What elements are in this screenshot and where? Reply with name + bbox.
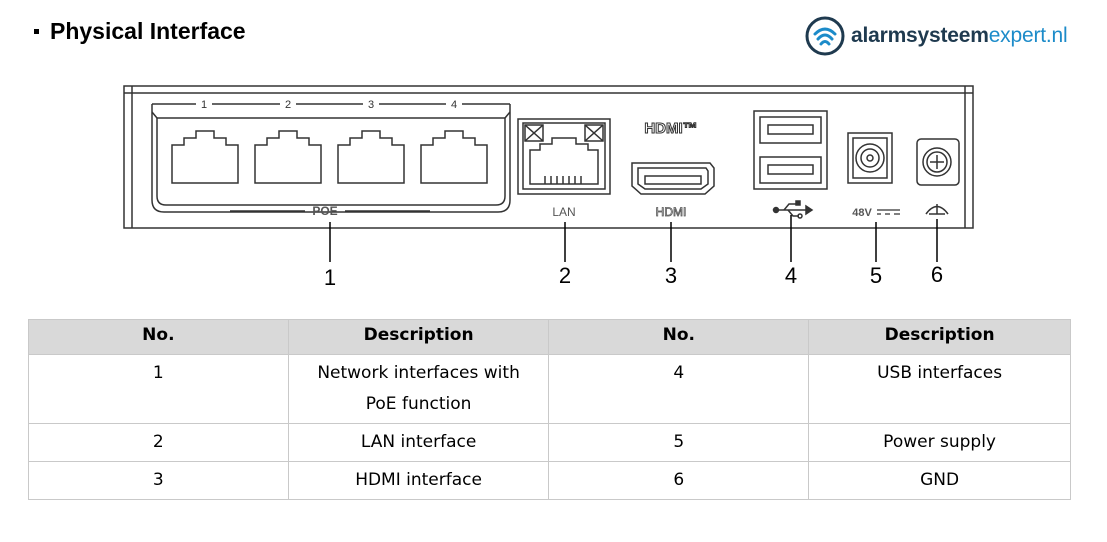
port-number-3: 3 — [368, 99, 374, 111]
row-description: GND — [808, 461, 1071, 500]
poe-port-block — [151, 103, 511, 213]
rj45-port-4 — [420, 130, 488, 184]
callout-3: 3 — [665, 263, 677, 288]
header-description-right: Description — [808, 319, 1071, 355]
lan-label: LAN — [552, 205, 575, 219]
logo-text-main: alarmsysteem — [851, 24, 989, 47]
poe-label: POE — [312, 204, 337, 218]
row-description: HDMI interface — [287, 461, 550, 500]
callout-6: 6 — [931, 262, 943, 287]
row-description: Network interfaces with PoE function — [287, 354, 550, 424]
row-number: 4 — [548, 354, 810, 424]
port-number-2: 2 — [285, 99, 291, 111]
device-rear-panel-diagram: 1 2 3 4 POE LAN HDMI™ HDMI — [123, 85, 974, 290]
ground-symbol-icon — [925, 204, 949, 215]
row-number: 6 — [548, 461, 810, 500]
usb-symbol-icon — [772, 200, 814, 219]
logo-text-suffix: expert.nl — [988, 24, 1068, 47]
row-description: USB interfaces — [808, 354, 1071, 424]
hdmi-label: HDMI — [656, 205, 687, 219]
row-number: 2 — [28, 423, 289, 462]
dc-symbol-icon — [877, 209, 900, 215]
rj45-port-1 — [171, 130, 239, 184]
hdmi-port — [631, 162, 715, 195]
row-number: 1 — [28, 354, 289, 424]
chassis-outline — [123, 85, 974, 229]
power-jack — [847, 132, 893, 184]
lan-port — [517, 118, 611, 195]
hdmi-logo: HDMI™ — [644, 120, 697, 137]
bullet-marker — [34, 29, 39, 34]
callout-1: 1 — [324, 265, 336, 290]
header-no-right: No. — [548, 319, 810, 355]
rj45-port-3 — [337, 130, 405, 184]
usb-ports — [753, 110, 828, 190]
row-number: 3 — [28, 461, 289, 500]
interface-table: No. Description No. Description 1 Networ… — [28, 319, 1071, 500]
heading-text: Physical Interface — [50, 18, 246, 44]
table-row: 3 HDMI interface 6 GND — [28, 461, 1071, 500]
header-description-left: Description — [287, 319, 550, 355]
port-number-4: 4 — [451, 99, 457, 111]
description-line: PoE function — [365, 394, 472, 414]
page-heading: Physical Interface — [34, 18, 246, 45]
table-header-row: No. Description No. Description — [28, 319, 1071, 355]
ground-screw — [916, 138, 960, 186]
callout-4: 4 — [785, 263, 797, 288]
callout-5: 5 — [870, 263, 882, 288]
table-row: 2 LAN interface 5 Power supply — [28, 423, 1071, 462]
callout-2: 2 — [559, 263, 571, 288]
rj45-port-2 — [254, 130, 322, 184]
wifi-signal-icon — [805, 16, 845, 56]
row-description: Power supply — [808, 423, 1071, 462]
table-row: 1 Network interfaces with PoE function 4… — [28, 354, 1071, 424]
description-line: Network interfaces with — [317, 363, 520, 383]
power-label: 48V — [852, 207, 872, 219]
header-no-left: No. — [28, 319, 289, 355]
row-description: LAN interface — [287, 423, 550, 462]
row-number: 5 — [548, 423, 810, 462]
port-number-1: 1 — [201, 99, 207, 111]
callout-leaders — [329, 215, 938, 262]
